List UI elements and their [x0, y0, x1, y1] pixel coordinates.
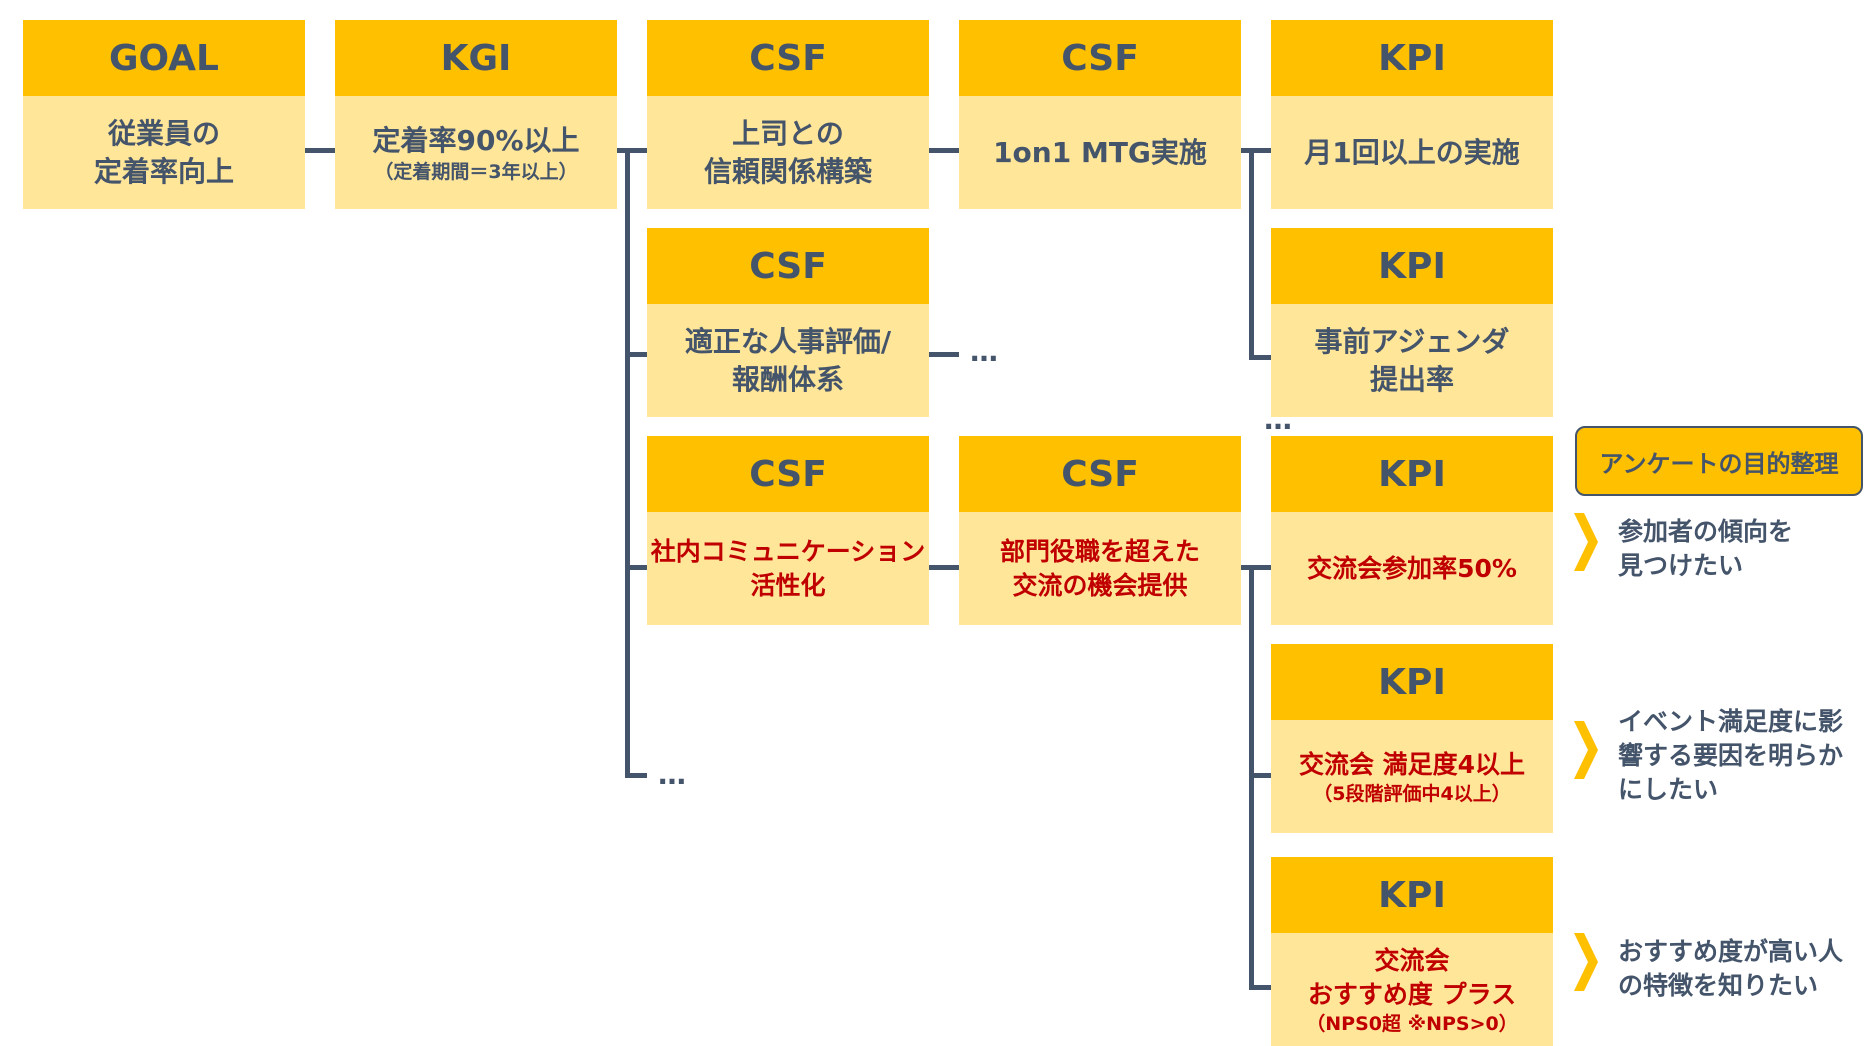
kpi-recommend-header: KPI: [1271, 857, 1553, 933]
kpi-agenda-body: 事前アジェンダ 提出率: [1271, 304, 1553, 417]
csf-1on1-body: 1on1 MTG実施: [959, 96, 1241, 209]
connector-kpi-agenda: [1249, 355, 1271, 360]
csf-trust-header: CSF: [647, 20, 929, 96]
csf-trust-line2: 信頼関係構築: [703, 154, 872, 188]
kpi-participation-box: KPI 交流会参加率50%: [1271, 436, 1553, 625]
kgi-box: KGI 定着率90%以上 （定着期間＝3年以上）: [335, 20, 617, 209]
survey-note-3-line2: の特徴を知りたい: [1618, 971, 1819, 1000]
csf-exchange-line2: 交流の機会提供: [1012, 570, 1188, 600]
kpi-recommend-line1: 交流会: [1374, 945, 1450, 975]
goal-text-line1: 従業員の: [107, 116, 220, 150]
connector-goal-kgi: [305, 148, 335, 153]
csf-trust-box: CSF 上司との 信頼関係構築: [647, 20, 929, 209]
csf-exchange-box: CSF 部門役職を超えた 交流の機会提供: [959, 436, 1241, 625]
goal-text-line2: 定着率向上: [93, 154, 234, 188]
arrow-right-icon: [1574, 513, 1598, 571]
csf-trust-body: 上司との 信頼関係構築: [647, 96, 929, 209]
connector-kgi-csf: [617, 148, 647, 153]
csf-evaluation-box: CSF 適正な人事評価/ 報酬体系: [647, 228, 929, 417]
connector-branch-row4: [625, 773, 647, 778]
ellipsis-evaluation: …: [970, 335, 1002, 368]
survey-purpose-label: アンケートの目的整理: [1575, 426, 1863, 496]
kpi-monthly-text: 月1回以上の実施: [1304, 135, 1520, 169]
csf-exchange-header: CSF: [959, 436, 1241, 512]
kpi-satisfaction-subtext: （5段階評価中4以上）: [1313, 782, 1511, 805]
survey-note-2: イベント満足度に影 響する要因を明らか にしたい: [1618, 705, 1858, 807]
csf-evaluation-header: CSF: [647, 228, 929, 304]
kpi-participation-text: 交流会参加率50%: [1307, 553, 1517, 583]
goal-box: GOAL 従業員の 定着率向上: [23, 20, 305, 209]
kpi-recommend-subtext: （NPS0超 ※NPS>0）: [1306, 1012, 1518, 1035]
kpi-agenda-line2: 提出率: [1369, 362, 1454, 396]
kgi-header: KGI: [335, 20, 617, 96]
kpi-monthly-body: 月1回以上の実施: [1271, 96, 1553, 209]
csf-trust-line1: 上司との: [732, 116, 844, 150]
kpi-participation-body: 交流会参加率50%: [1271, 512, 1553, 625]
survey-note-1: 参加者の傾向を 見つけたい: [1618, 515, 1858, 583]
kpi-satisfaction-text: 交流会 満足度4以上: [1298, 749, 1526, 779]
connector-branch-row2: [625, 352, 647, 357]
kgi-subtext: （定着期間＝3年以上）: [374, 160, 578, 183]
kpi-agenda-header: KPI: [1271, 228, 1553, 304]
csf-evaluation-line1: 適正な人事評価/: [684, 324, 892, 358]
kpi-monthly-box: KPI 月1回以上の実施: [1271, 20, 1553, 209]
csf-evaluation-body: 適正な人事評価/ 報酬体系: [647, 304, 929, 417]
csf-communication-header: CSF: [647, 436, 929, 512]
csf-communication-body: 社内コミュニケーション 活性化: [647, 512, 929, 625]
connector-branch-row3: [625, 565, 647, 570]
kpi-satisfaction-header: KPI: [1271, 644, 1553, 720]
csf-communication-line1: 社内コミュニケーション: [650, 536, 926, 566]
ellipsis-kpi-more: …: [1264, 403, 1296, 436]
survey-note-1-line2: 見つけたい: [1618, 551, 1744, 580]
survey-note-3-line1: おすすめ度が高い人: [1618, 937, 1844, 966]
ellipsis-csf-more: …: [658, 758, 690, 791]
goal-body: 従業員の 定着率向上: [23, 96, 305, 209]
kpi-recommend-box: KPI 交流会 おすすめ度 プラス （NPS0超 ※NPS>0）: [1271, 857, 1553, 1046]
kpi-satisfaction-body: 交流会 満足度4以上 （5段階評価中4以上）: [1271, 720, 1553, 833]
connector-kpi-satisfaction: [1249, 773, 1271, 778]
connector-exchange-kpi: [1241, 565, 1271, 570]
kpi-agenda-box: KPI 事前アジェンダ 提出率: [1271, 228, 1553, 417]
connector-kpi-trunk-upper: [1249, 148, 1254, 358]
csf-1on1-header: CSF: [959, 20, 1241, 96]
csf-1on1-box: CSF 1on1 MTG実施: [959, 20, 1241, 209]
connector-1on1-kpi: [1241, 148, 1271, 153]
kpi-participation-header: KPI: [1271, 436, 1553, 512]
survey-note-1-line1: 参加者の傾向を: [1618, 517, 1794, 546]
connector-csf-trunk: [625, 148, 630, 778]
csf-communication-box: CSF 社内コミュニケーション 活性化: [647, 436, 929, 625]
connector-kpi-recommend: [1249, 985, 1271, 990]
csf-exchange-body: 部門役職を超えた 交流の機会提供: [959, 512, 1241, 625]
survey-note-2-line3: にしたい: [1618, 775, 1719, 804]
csf-exchange-line1: 部門役職を超えた: [999, 536, 1200, 566]
csf-1on1-text: 1on1 MTG実施: [993, 135, 1207, 169]
survey-note-2-line2: 響する要因を明らか: [1618, 741, 1844, 770]
connector-evaluation-more: [929, 352, 959, 357]
connector-trust-1on1: [929, 148, 959, 153]
survey-note-2-line1: イベント満足度に影: [1618, 707, 1844, 736]
csf-evaluation-line2: 報酬体系: [731, 362, 844, 396]
kpi-agenda-line1: 事前アジェンダ: [1314, 324, 1510, 358]
survey-note-3: おすすめ度が高い人 の特徴を知りたい: [1618, 935, 1858, 1003]
arrow-right-icon: [1574, 721, 1598, 779]
connector-communication-exchange: [929, 565, 959, 570]
csf-communication-line2: 活性化: [750, 570, 826, 600]
kpi-recommend-body: 交流会 おすすめ度 プラス （NPS0超 ※NPS>0）: [1271, 933, 1553, 1046]
kpi-monthly-header: KPI: [1271, 20, 1553, 96]
kgi-body: 定着率90%以上 （定着期間＝3年以上）: [335, 96, 617, 209]
goal-header: GOAL: [23, 20, 305, 96]
kpi-recommend-line2: おすすめ度 プラス: [1307, 979, 1517, 1009]
arrow-right-icon: [1574, 933, 1598, 991]
kpi-satisfaction-box: KPI 交流会 満足度4以上 （5段階評価中4以上）: [1271, 644, 1553, 833]
kgi-text: 定着率90%以上: [372, 123, 580, 157]
